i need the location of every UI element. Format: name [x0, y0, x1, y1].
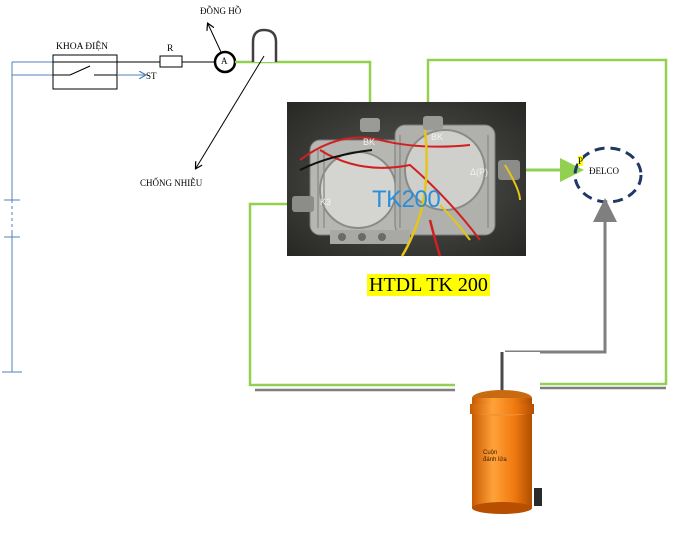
st-label: ST — [146, 71, 157, 81]
coil-label-line1: Cuộn — [483, 450, 498, 456]
delco-p-label: P — [578, 156, 584, 166]
ignition-coil — [455, 352, 542, 522]
dong-ho-label: ĐỒNG HỒ — [200, 6, 242, 16]
wire-to-bk-right — [426, 58, 668, 385]
delta-p-label: Δ(P) — [470, 167, 489, 177]
coil-label-line2: đánh lửa — [483, 457, 507, 463]
wire-k3 — [248, 202, 470, 387]
tk200-module-photo — [287, 102, 526, 257]
bk-left-label: BK — [363, 137, 376, 147]
resistor-label: R — [167, 44, 174, 54]
k3-label: K3 — [320, 197, 332, 207]
resistor — [159, 55, 214, 68]
battery-circuit — [2, 61, 55, 373]
delco-label: ĐELCO — [589, 166, 619, 176]
tk200-label: TK200 — [372, 186, 441, 213]
ammeter-label: A — [221, 56, 228, 66]
diagram-title: HTDL TK 200 — [367, 274, 490, 296]
ignition-switch — [52, 54, 160, 90]
bk-right-label: BK — [431, 132, 444, 142]
suppressor — [196, 28, 278, 168]
chong-nhieu-label: CHỐNG NHIỄU — [140, 178, 203, 188]
delco-ellipse — [573, 146, 643, 204]
khoa-dien-label: KHOA ĐIỆN — [56, 42, 108, 52]
